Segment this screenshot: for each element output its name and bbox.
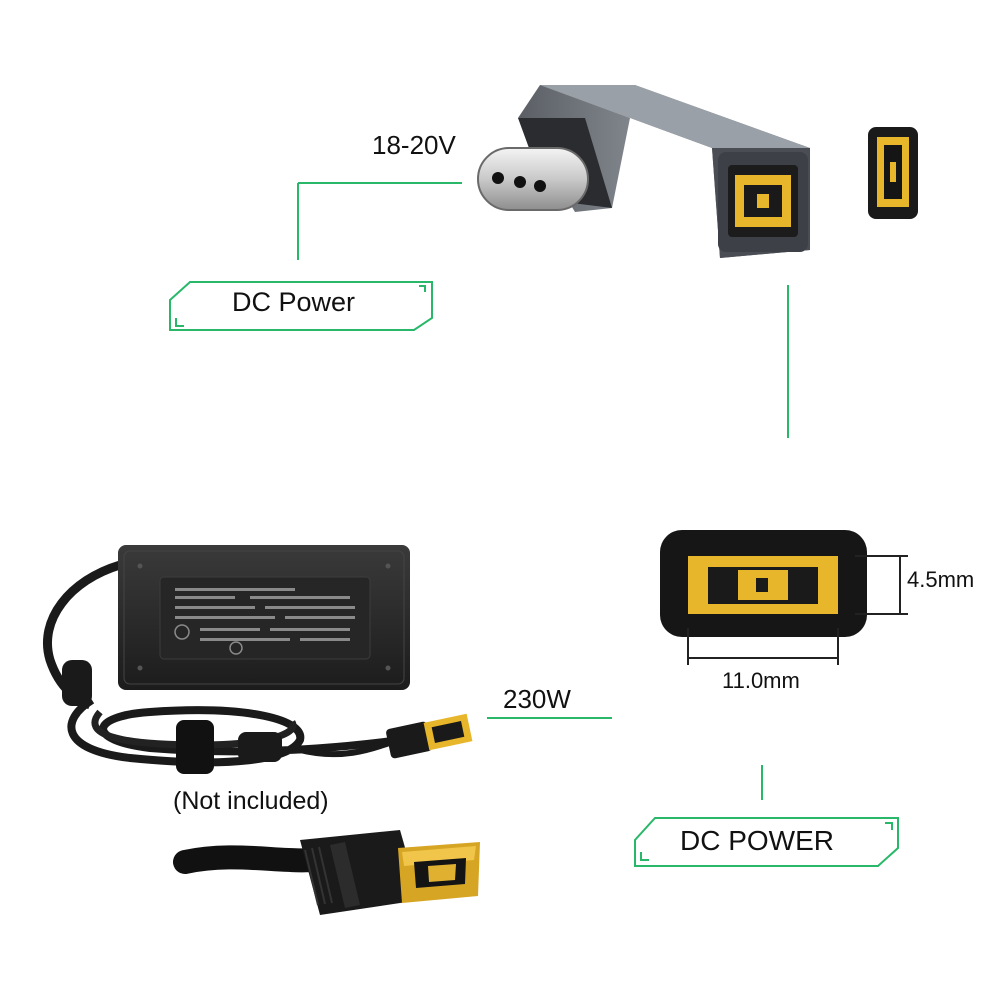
height-dimension-label: 4.5mm	[907, 567, 975, 592]
dimension-lines	[687, 555, 908, 665]
power-adapter-icon	[42, 545, 473, 774]
square-dc-plug-icon	[173, 830, 480, 915]
usb-c-adapter-icon	[477, 85, 810, 258]
width-dimension-label: 11.0mm	[722, 668, 800, 693]
dc-power-label: DC Power	[232, 287, 356, 317]
dc-power-label-frame	[169, 281, 433, 331]
wattage-label: 230W	[503, 684, 571, 714]
connector-front-view	[660, 530, 867, 637]
voltage-label: 18-20V	[372, 130, 456, 160]
dc-power-caps-label: DC POWER	[680, 825, 834, 856]
square-dc-tip-icon	[868, 127, 918, 219]
not-included-label: (Not included)	[173, 787, 329, 815]
leader-lines	[297, 182, 789, 800]
dc-power-caps-label-frame	[634, 817, 899, 867]
